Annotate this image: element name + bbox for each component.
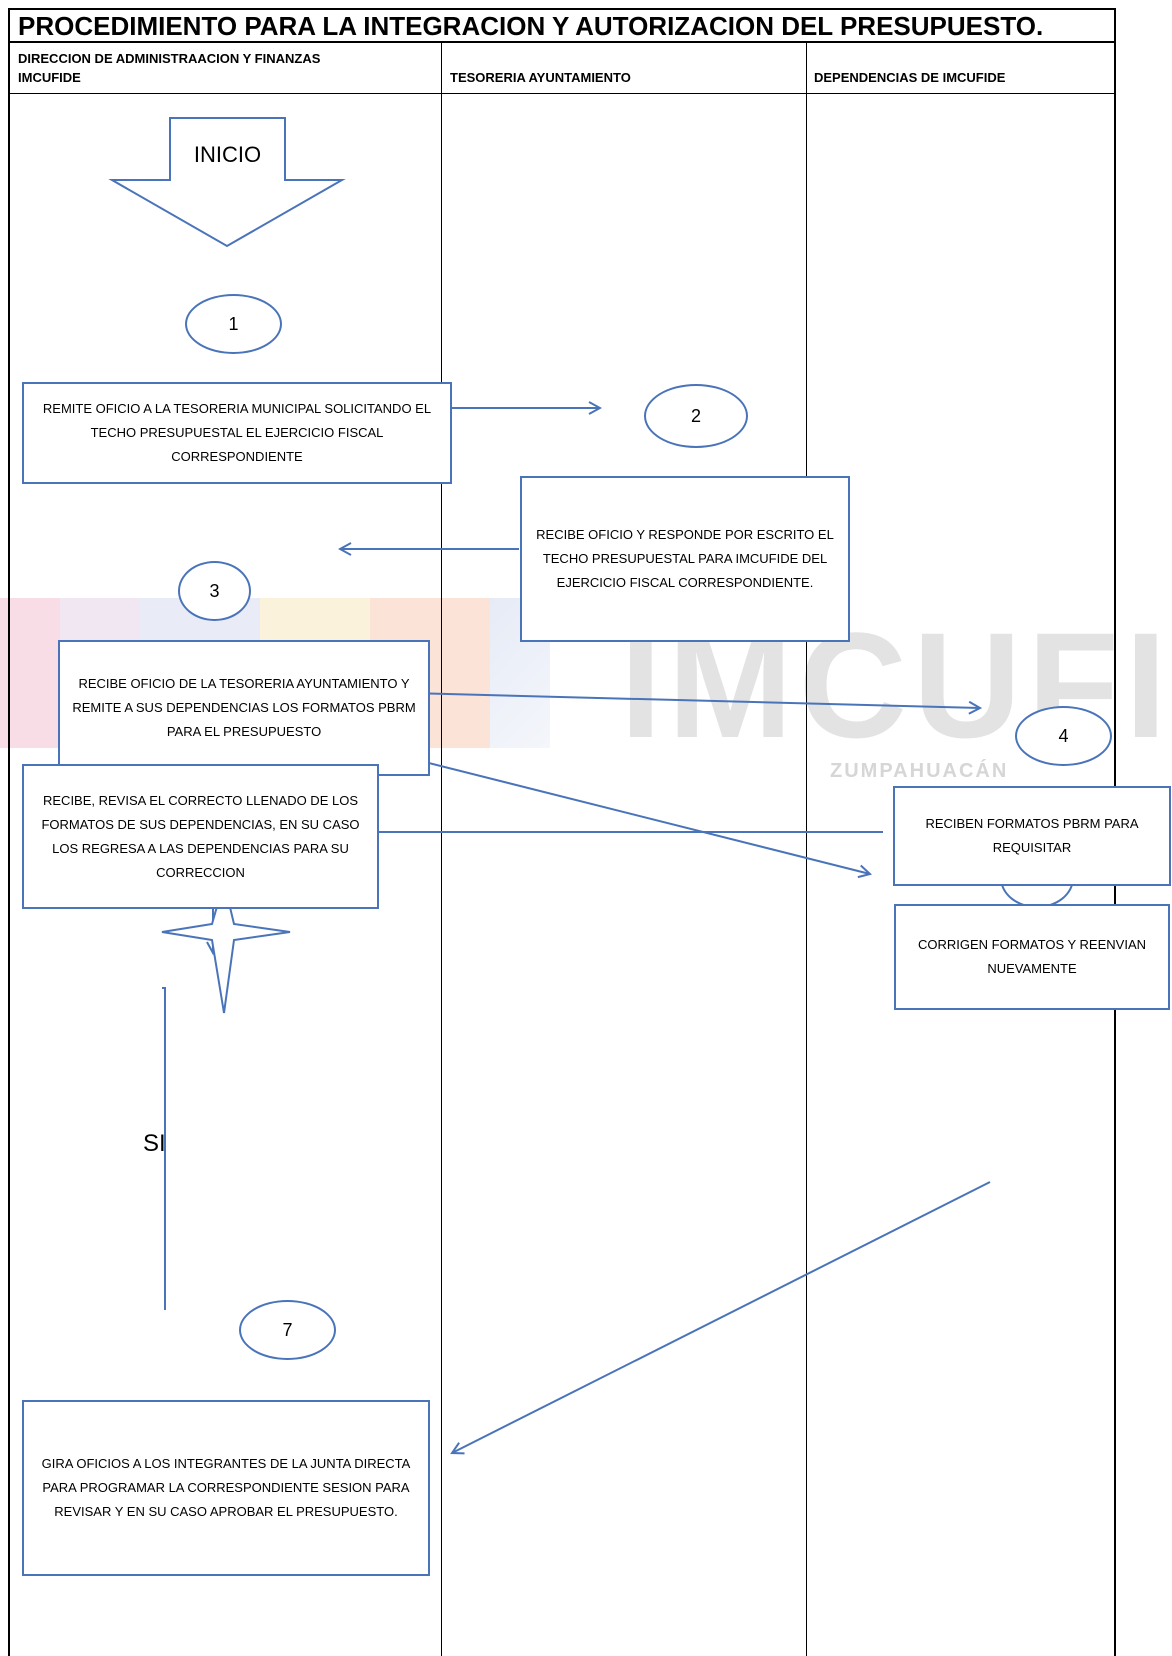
arrow-3-to-4 [409,692,980,708]
lane-divider-1 [441,42,442,1656]
decision-label-si: SI [143,1130,166,1157]
step-5-text: RECIBE, REVISA EL CORRECTO LLENADO DE LO… [41,792,360,880]
decision-star-shape [161,878,291,1014]
step-1-box: REMITE OFICIO A LA TESORERIA MUNICIPAL S… [22,382,452,484]
step-1-circle: 1 [185,294,282,354]
step-7-box: GIRA OFICIOS A LOS INTEGRANTES DE LA JUN… [22,1400,430,1576]
lane-header-administracion: DIRECCION DE ADMINISTRAACION Y FINANZAS … [8,42,442,94]
watermark-subtext: ZUMPAHUACÁN [830,760,1009,782]
step-4-text: RECIBEN FORMATOS PBRM PARA REQUISITAR [925,816,1139,855]
arrow-5-to-6 [392,753,870,874]
arrow-6-to-7 [452,1181,991,1453]
step-4-box: RECIBEN FORMATOS PBRM PARA REQUISITAR [893,786,1171,886]
step-3-circle: 3 [178,561,251,621]
step-3-box: RECIBE OFICIO DE LA TESORERIA AYUNTAMIEN… [58,640,430,776]
step-1-text: REMITE OFICIO A LA TESORERIA MUNICIPAL S… [42,401,432,464]
step-3-text: RECIBE OFICIO DE LA TESORERIA AYUNTAMIEN… [72,676,416,739]
loop-line-si [162,987,166,1310]
lane-header-tesoreria: TESORERIA AYUNTAMIENTO [442,42,806,94]
lane-header-line2: TESORERIA AYUNTAMIENTO [450,70,631,85]
step-2-text: RECIBE OFICIO Y RESPONDE POR ESCRITO EL … [536,527,834,590]
start-label: INICIO [193,142,262,167]
step-7-circle: 7 [239,1300,336,1360]
lane-header-line1: DIRECCION DE ADMINISTRAACION Y FINANZAS [18,51,321,66]
step-5-box: RECIBE, REVISA EL CORRECTO LLENADO DE LO… [22,764,379,909]
step-6-text: CORRIGEN FORMATOS Y REENVIAN NUEVAMENTE [917,937,1147,976]
start-arrow-shape [108,117,346,248]
lane-divider-2 [806,42,807,1656]
lane-border-left [8,8,10,1656]
lane-header-line2: IMCUFIDE [18,70,81,85]
step-4-circle: 4 [1015,706,1112,766]
step-7-text: GIRA OFICIOS A LOS INTEGRANTES DE LA JUN… [41,1456,411,1519]
lane-header-line2: DEPENDENCIAS DE IMCUFIDE [814,70,1006,85]
step-6-box: CORRIGEN FORMATOS Y REENVIAN NUEVAMENTE [894,904,1170,1010]
step-2-circle: 2 [644,384,748,448]
page-title: PROCEDIMIENTO PARA LA INTEGRACION Y AUTO… [8,8,1116,42]
step-2-box: RECIBE OFICIO Y RESPONDE POR ESCRITO EL … [520,476,850,642]
